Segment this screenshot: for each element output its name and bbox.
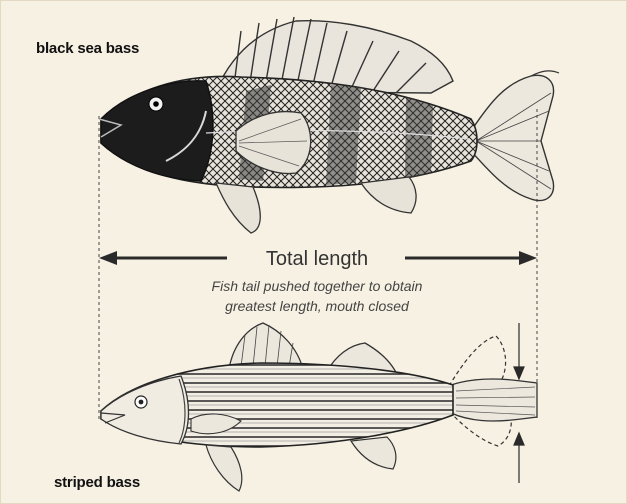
sea-bass-pelvic-fin <box>216 183 260 233</box>
striped-bass-first-dorsal-fin <box>229 323 303 369</box>
measure-caption-line-1: Fish tail pushed together to obtain <box>212 278 423 294</box>
striped-bass-pelvic-fin <box>206 445 242 491</box>
sea-bass-head <box>101 81 213 181</box>
black-sea-bass-illustration <box>99 17 559 233</box>
measure-caption-line-2: greatest length, mouth closed <box>225 298 410 314</box>
striped-bass-illustration <box>101 323 537 491</box>
striped-bass-label: striped bass <box>54 474 140 491</box>
striped-bass-anal-fin <box>351 437 396 469</box>
sea-bass-anal-fin <box>361 177 416 213</box>
black-sea-bass-label: black sea bass <box>36 40 139 57</box>
total-length-title: Total length <box>266 248 368 270</box>
striped-bass-head <box>101 376 189 444</box>
